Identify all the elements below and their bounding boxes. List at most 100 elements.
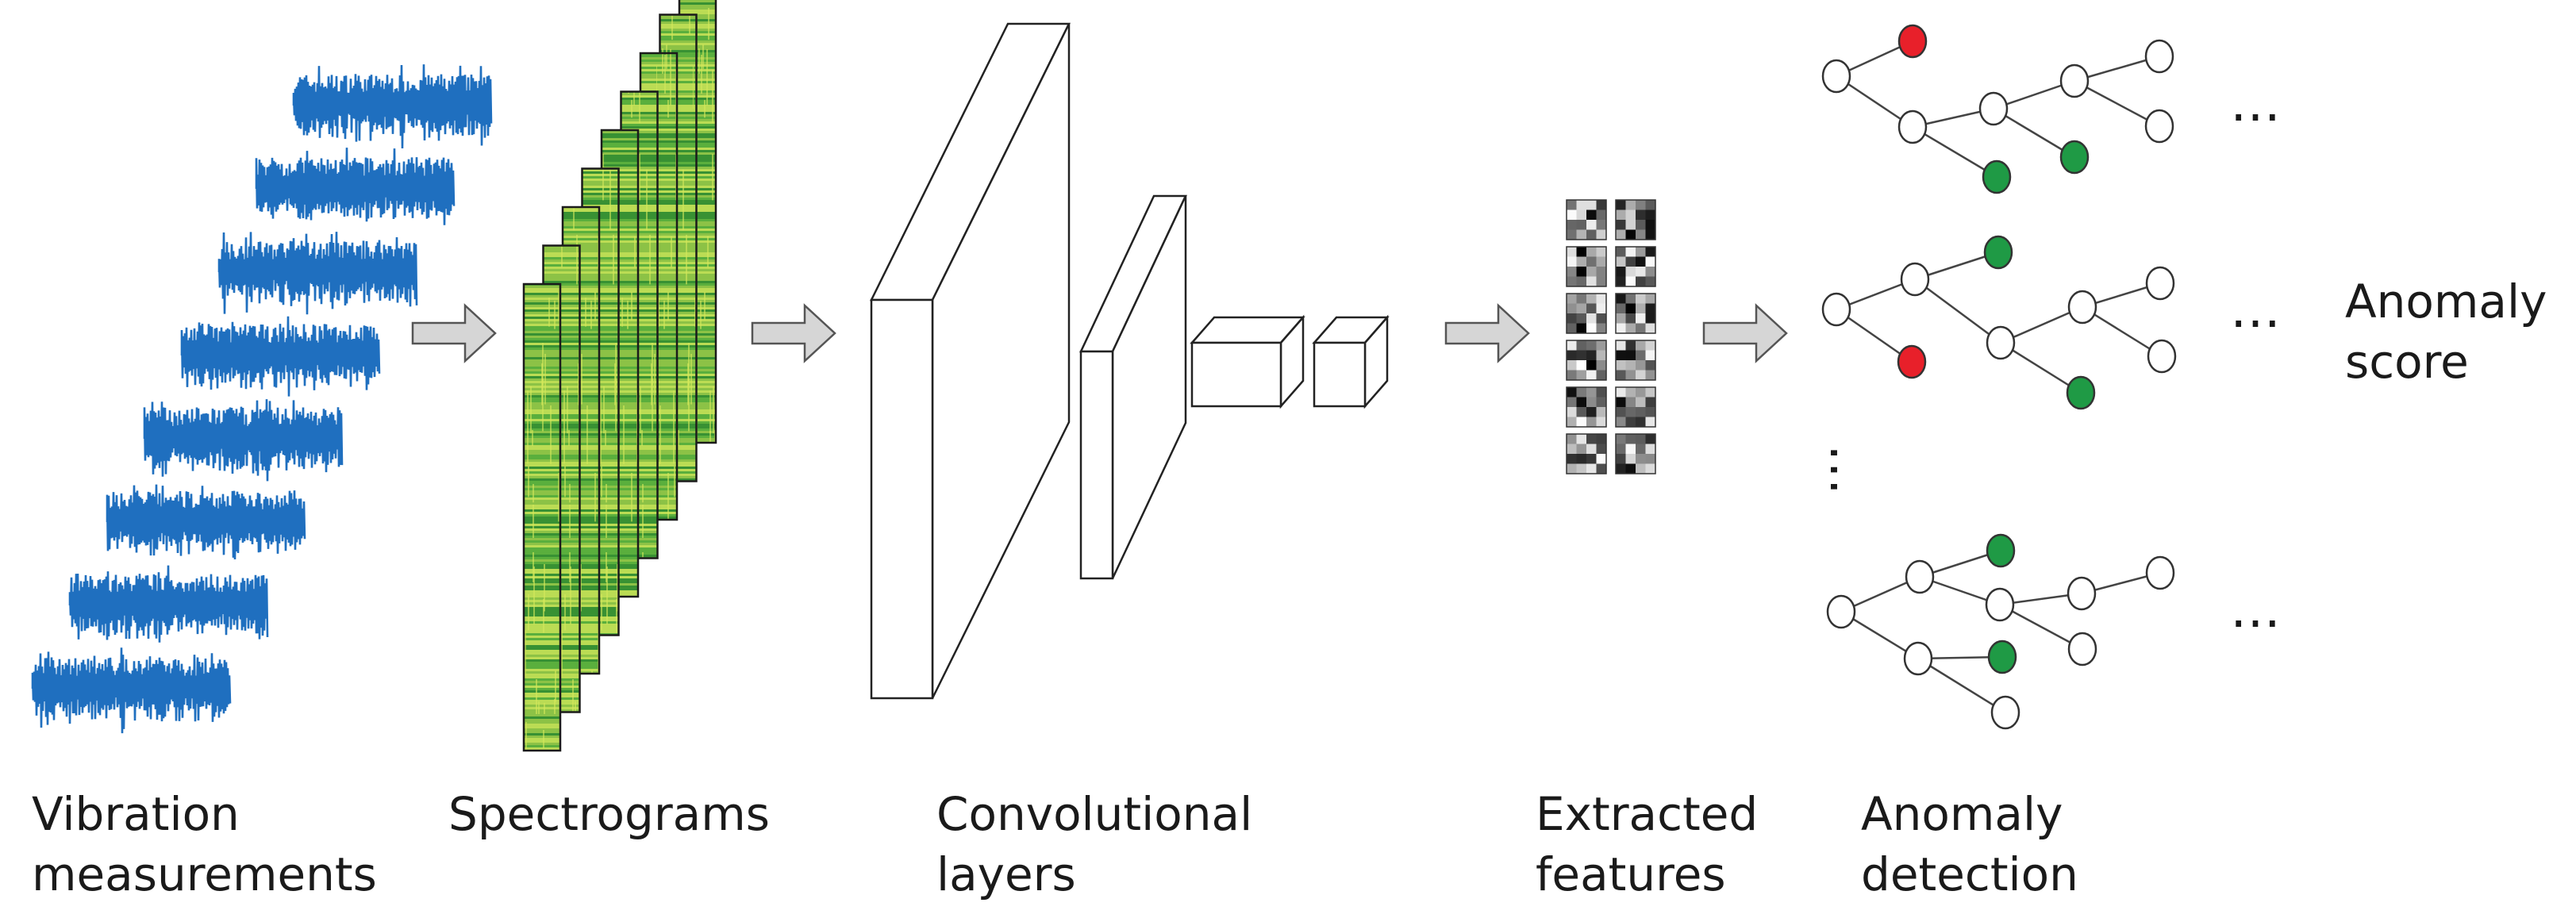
tree-node	[2144, 109, 2174, 144]
feature-map	[1615, 386, 1656, 428]
horizontal-ellipsis: …	[2230, 281, 2281, 340]
tree-node	[2059, 63, 2090, 98]
label-line: layers	[936, 847, 1076, 901]
tree-node	[2067, 632, 2097, 666]
vibration-signal	[292, 64, 493, 148]
label-line: detection	[1861, 847, 2078, 901]
label-line: measurements	[32, 847, 377, 901]
tree-edge	[1836, 75, 1913, 129]
tree-edge	[1999, 603, 2083, 651]
tree-node	[1990, 695, 2020, 730]
vibration-signal	[106, 484, 306, 559]
tree-edge	[1914, 278, 2001, 344]
horizontal-ellipsis: …	[2230, 75, 2281, 133]
normal-node	[1982, 159, 2012, 194]
label-spectrograms: Spectrograms	[448, 784, 770, 844]
tree-node	[1826, 594, 1856, 629]
tree-node	[1821, 59, 1851, 94]
tree-node	[1821, 292, 1851, 327]
tree-edge	[1993, 107, 2075, 159]
tree-node	[1903, 641, 1933, 676]
normal-node	[2059, 140, 2090, 175]
isolation-trees	[1821, 24, 2177, 730]
tree-node	[1905, 559, 1935, 594]
conv-layer	[869, 22, 1071, 700]
tree-node	[1900, 262, 1930, 297]
conv-layer	[1190, 314, 1305, 409]
normal-node	[1987, 640, 2017, 674]
tree-node	[1978, 91, 2009, 126]
tree-node	[2067, 576, 2097, 611]
feature-map	[1566, 386, 1607, 428]
feature-map	[1566, 293, 1607, 334]
spectrogram-frame	[522, 282, 562, 752]
anomaly-node	[1897, 344, 1927, 379]
normal-node	[2066, 375, 2096, 410]
vibration-signals	[31, 64, 493, 734]
feature-maps	[1566, 199, 1656, 474]
feature-map	[1566, 199, 1607, 240]
tree-node	[1985, 587, 2015, 622]
convolutional-layers	[869, 22, 1390, 700]
tree-node	[2145, 266, 2175, 301]
normal-node	[1983, 235, 2013, 270]
label-vibration-measurements: Vibration measurements	[32, 784, 377, 905]
label-convolutional-layers: Convolutional layers	[936, 784, 1252, 905]
label-line: Extracted	[1536, 787, 1759, 841]
label-line: Convolutional	[936, 787, 1253, 841]
conv-layer	[1079, 194, 1187, 580]
tree-edge	[2000, 341, 2082, 394]
feature-map	[1566, 433, 1607, 474]
feature-map	[1615, 293, 1656, 334]
tree-node	[2145, 555, 2175, 590]
label-line: Spectrograms	[448, 787, 770, 841]
feature-map	[1615, 199, 1656, 240]
tree-edge	[2000, 305, 2083, 344]
label-line: Anomaly	[1861, 787, 2063, 841]
tree-n	[1826, 533, 2175, 730]
tree-1	[1821, 24, 2174, 194]
feature-map	[1615, 246, 1656, 287]
label-line: features	[1536, 847, 1726, 901]
conv-layer	[1312, 314, 1390, 409]
tree-edge	[2082, 305, 2163, 358]
tree-edge	[2074, 55, 2160, 83]
vibration-signal	[31, 647, 232, 734]
spectrogram-stack	[522, 0, 717, 752]
tree-edge	[1836, 308, 1913, 363]
normal-node	[1986, 533, 2016, 568]
vibration-signal	[180, 316, 381, 397]
feature-map	[1615, 433, 1656, 474]
label-extracted-features: Extracted features	[1536, 784, 1758, 905]
anomaly-node	[1897, 24, 1928, 59]
vibration-signal	[143, 399, 344, 482]
flow-arrow	[751, 303, 836, 363]
tree-node	[2144, 39, 2174, 74]
tree-node	[2147, 339, 2177, 374]
label-line: Anomaly	[2345, 275, 2547, 328]
horizontal-ellipsis: …	[2230, 581, 2281, 640]
tree-node	[1986, 325, 2016, 360]
feature-map	[1566, 340, 1607, 381]
tree-edge	[2074, 79, 2160, 128]
flow-arrows	[411, 303, 1788, 363]
feature-map	[1566, 246, 1607, 287]
tree-2	[1821, 235, 2177, 410]
label-line: Vibration	[32, 787, 240, 841]
flow-arrow	[1702, 303, 1788, 363]
tree-node	[2067, 290, 2097, 325]
flow-arrow	[411, 303, 497, 363]
vertical-ellipsis: …	[1818, 444, 1877, 495]
flow-arrow	[1444, 303, 1530, 363]
tree-edge	[1917, 657, 2006, 714]
label-anomaly-detection: Anomaly detection	[1861, 784, 2078, 905]
label-anomaly-score: Anomaly score	[2345, 271, 2547, 392]
vibration-signal	[217, 232, 418, 315]
feature-map	[1615, 340, 1656, 381]
label-line: score	[2345, 335, 2469, 389]
vibration-signal	[68, 565, 269, 643]
ellipsis-marks: … … … …	[1818, 75, 2281, 640]
tree-edge	[1912, 125, 1997, 179]
tree-node	[1897, 109, 1928, 144]
